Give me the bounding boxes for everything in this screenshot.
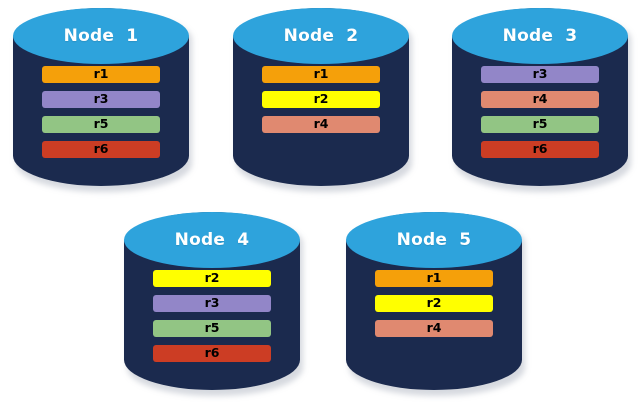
replica-label: r1	[313, 66, 329, 82]
replica-bar-r4[interactable]: r4	[375, 320, 493, 337]
replica-label: r2	[313, 91, 329, 107]
node-label: Node 1	[63, 25, 139, 46]
replica-list: r2 r3 r5 r6	[124, 270, 300, 362]
replica-list: r3 r4 r5 r6	[452, 66, 628, 158]
replica-label: r4	[426, 320, 442, 336]
replica-label: r6	[93, 141, 109, 157]
replica-bar-r1[interactable]: r1	[375, 270, 493, 287]
node-label: Node 2	[283, 25, 359, 46]
replica-bar-r1[interactable]: r1	[42, 66, 160, 83]
replica-label: r5	[204, 320, 220, 336]
replica-label: r6	[204, 345, 220, 361]
database-node-4[interactable]: Node 4 r2 r3 r5 r6	[124, 212, 303, 396]
replica-bar-r2[interactable]: r2	[375, 295, 493, 312]
replica-bar-r3[interactable]: r3	[42, 91, 160, 108]
replica-bar-r6[interactable]: r6	[153, 345, 271, 362]
cylinder-top-ellipse: Node 2	[233, 8, 409, 64]
replica-bar-r1[interactable]: r1	[262, 66, 380, 83]
replica-bar-r4[interactable]: r4	[262, 116, 380, 133]
replica-bar-r4[interactable]: r4	[481, 91, 599, 108]
database-node-1[interactable]: Node 1 r1 r3 r5 r6	[13, 8, 192, 192]
replica-label: r3	[532, 66, 548, 82]
node-label: Node 3	[502, 25, 578, 46]
database-node-2[interactable]: Node 2 r1 r2 r4	[233, 8, 412, 192]
replica-label: r2	[426, 295, 442, 311]
replica-bar-r3[interactable]: r3	[481, 66, 599, 83]
replica-label: r5	[532, 116, 548, 132]
replica-bar-r3[interactable]: r3	[153, 295, 271, 312]
database-node-3[interactable]: Node 3 r3 r4 r5 r6	[452, 8, 631, 192]
replica-list: r1 r3 r5 r6	[13, 66, 189, 158]
node-label: Node 4	[174, 229, 250, 250]
replica-bar-r6[interactable]: r6	[42, 141, 160, 158]
node-label: Node 5	[396, 229, 472, 250]
replica-label: r4	[532, 91, 548, 107]
replica-list: r1 r2 r4	[346, 270, 522, 337]
replica-bar-r5[interactable]: r5	[481, 116, 599, 133]
replica-bar-r2[interactable]: r2	[153, 270, 271, 287]
replica-bar-r5[interactable]: r5	[42, 116, 160, 133]
replica-label: r1	[93, 66, 109, 82]
database-node-5[interactable]: Node 5 r1 r2 r4	[346, 212, 525, 396]
replica-bar-r5[interactable]: r5	[153, 320, 271, 337]
replica-label: r3	[204, 295, 220, 311]
replica-label: r3	[93, 91, 109, 107]
replica-label: r2	[204, 270, 220, 286]
replica-label: r1	[426, 270, 442, 286]
replica-label: r4	[313, 116, 329, 132]
replica-label: r5	[93, 116, 109, 132]
cylinder-top-ellipse: Node 3	[452, 8, 628, 64]
cylinder-top-ellipse: Node 1	[13, 8, 189, 64]
replica-bar-r6[interactable]: r6	[481, 141, 599, 158]
cylinder-top-ellipse: Node 5	[346, 212, 522, 268]
cylinder-top-ellipse: Node 4	[124, 212, 300, 268]
replica-bar-r2[interactable]: r2	[262, 91, 380, 108]
replica-list: r1 r2 r4	[233, 66, 409, 133]
replica-label: r6	[532, 141, 548, 157]
